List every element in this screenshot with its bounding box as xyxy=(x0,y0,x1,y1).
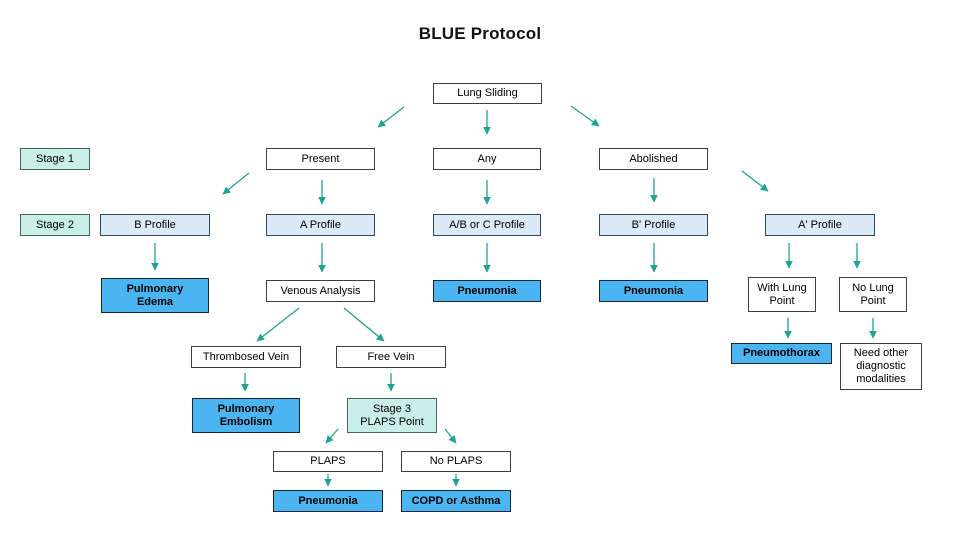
node-label-any: Any xyxy=(477,152,497,165)
node-label-abolished: Abolished xyxy=(629,152,678,165)
node-label-pulmonary-edema: Pulmonary Edema xyxy=(126,282,184,308)
node-label-stage-1: Stage 1 xyxy=(36,152,74,165)
node-abolished: Abolished xyxy=(599,148,708,170)
node-pneumonia-abc: Pneumonia xyxy=(433,280,541,302)
node-pulmonary-embolism: Pulmonary Embolism xyxy=(192,398,300,433)
node-no-lung-point: No Lung Point xyxy=(839,277,907,312)
node-a-profile: A Profile xyxy=(266,214,375,236)
node-present: Present xyxy=(266,148,375,170)
node-label-b-prime-profile: B' Profile xyxy=(631,218,676,231)
node-b-profile: B Profile xyxy=(100,214,210,236)
node-label-stage-3-plaps-point: Stage 3 PLAPS Point xyxy=(360,402,424,428)
node-copd-or-asthma: COPD or Asthma xyxy=(401,490,511,512)
node-label-present: Present xyxy=(301,152,340,165)
node-label-pulmonary-embolism: Pulmonary Embolism xyxy=(217,402,275,428)
node-label-pneumonia-abc: Pneumonia xyxy=(457,284,517,297)
node-thrombosed-vein: Thrombosed Vein xyxy=(191,346,301,368)
node-label-no-plaps: No PLAPS xyxy=(429,455,483,468)
node-any: Any xyxy=(433,148,541,170)
node-a-prime-profile: A' Profile xyxy=(765,214,875,236)
page-title: BLUE Protocol xyxy=(418,24,542,43)
node-pneumonia-b-prime: Pneumonia xyxy=(599,280,708,302)
node-pneumothorax: Pneumothorax xyxy=(731,343,832,364)
node-label-a-profile: A Profile xyxy=(300,218,341,231)
node-no-plaps: No PLAPS xyxy=(401,451,511,472)
node-label-b-profile: B Profile xyxy=(134,218,176,231)
node-label-pneumonia-plaps: Pneumonia xyxy=(298,494,358,507)
node-pneumonia-plaps: Pneumonia xyxy=(273,490,383,512)
node-stage-2: Stage 2 xyxy=(20,214,90,236)
node-label-need-other: Need other diagnostic modalities xyxy=(853,347,909,385)
node-plaps: PLAPS xyxy=(273,451,383,472)
node-label-ab-or-c-profile: A/B or C Profile xyxy=(449,218,525,231)
node-lung-sliding: Lung Sliding xyxy=(433,83,542,104)
node-label-a-prime-profile: A' Profile xyxy=(798,218,842,231)
node-label-pneumonia-b-prime: Pneumonia xyxy=(623,284,684,297)
node-label-copd-or-asthma: COPD or Asthma xyxy=(411,494,501,507)
node-pulmonary-edema: Pulmonary Edema xyxy=(101,278,209,313)
node-label-with-lung-point: With Lung Point xyxy=(757,281,807,307)
node-label-plaps: PLAPS xyxy=(310,455,346,468)
node-label-lung-sliding: Lung Sliding xyxy=(457,87,518,100)
node-b-prime-profile: B' Profile xyxy=(599,214,708,236)
node-label-no-lung-point: No Lung Point xyxy=(852,281,894,307)
node-need-other: Need other diagnostic modalities xyxy=(840,343,922,390)
node-ab-or-c-profile: A/B or C Profile xyxy=(433,214,541,236)
node-stage-3-plaps-point: Stage 3 PLAPS Point xyxy=(347,398,437,433)
node-venous-analysis: Venous Analysis xyxy=(266,280,375,302)
node-label-free-vein: Free Vein xyxy=(367,350,415,363)
node-label-venous-analysis: Venous Analysis xyxy=(280,284,361,297)
node-with-lung-point: With Lung Point xyxy=(748,277,816,312)
node-stage-1: Stage 1 xyxy=(20,148,90,170)
node-label-stage-2: Stage 2 xyxy=(36,218,74,231)
node-label-thrombosed-vein: Thrombosed Vein xyxy=(202,350,290,363)
node-free-vein: Free Vein xyxy=(336,346,446,368)
node-label-pneumothorax: Pneumothorax xyxy=(742,347,820,360)
